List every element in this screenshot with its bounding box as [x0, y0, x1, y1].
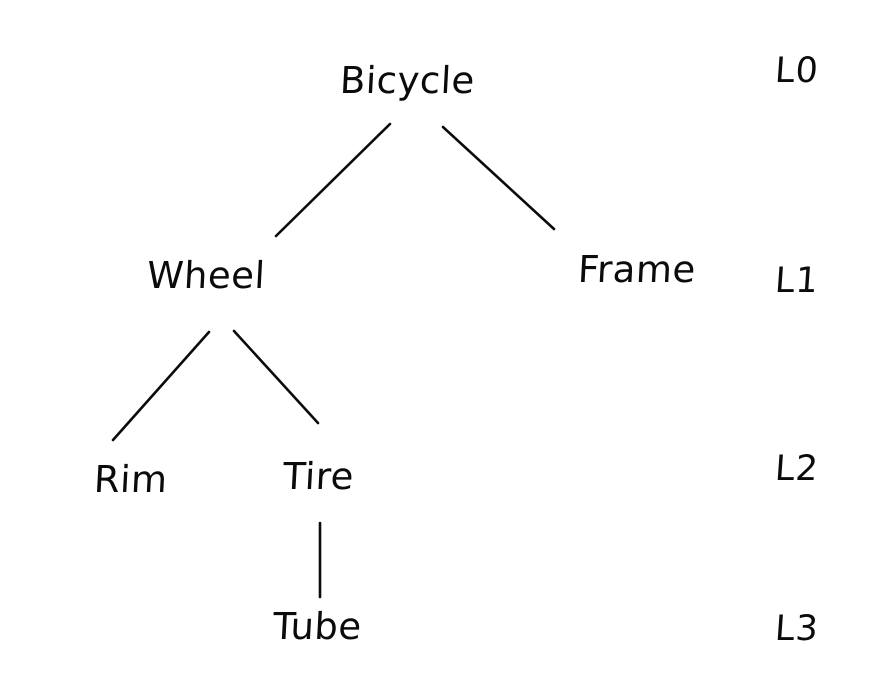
- node-rim[interactable]: Rim: [92, 458, 169, 501]
- node-tube[interactable]: Tube: [271, 605, 363, 648]
- node-tire[interactable]: Tire: [281, 455, 356, 498]
- level-label-l3: L3: [773, 609, 821, 649]
- edge-wheel-to-rim: [111, 330, 211, 442]
- node-wheel[interactable]: Wheel: [145, 254, 267, 297]
- edge-bicycle-to-wheel: [274, 122, 392, 238]
- level-label-l2: L2: [773, 449, 821, 489]
- edge-wheel-to-tire: [232, 329, 320, 425]
- edge-bicycle-to-frame: [441, 125, 556, 231]
- level-label-l1: L1: [773, 261, 821, 301]
- node-frame[interactable]: Frame: [576, 248, 697, 291]
- level-label-l0: L0: [773, 51, 821, 91]
- node-bicycle[interactable]: Bicycle: [338, 59, 476, 102]
